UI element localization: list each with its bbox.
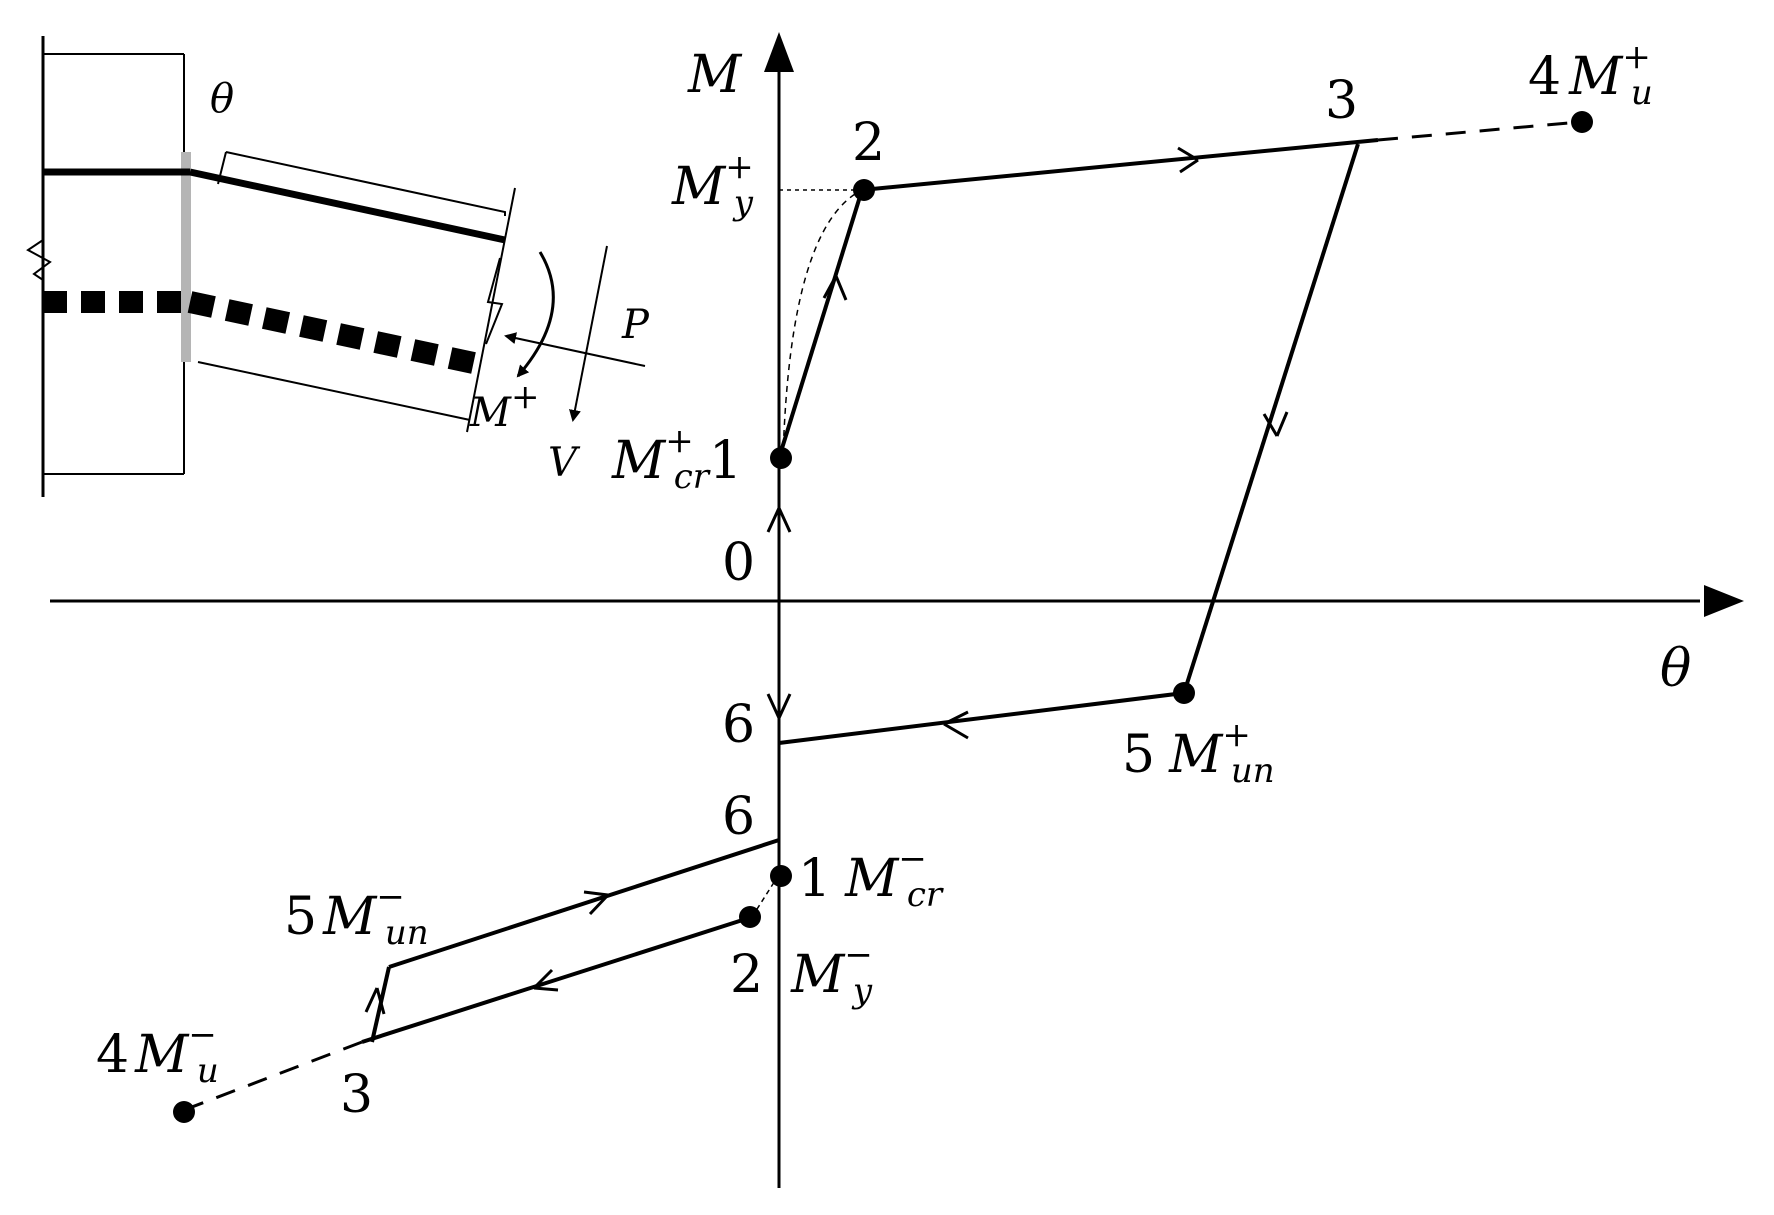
neg-direction-arrow-3-5 bbox=[364, 987, 386, 1015]
label-point-2-positive: 2 bbox=[852, 113, 885, 173]
neg-segment-6-5 bbox=[388, 838, 780, 969]
axes: M θ 0 bbox=[50, 32, 1744, 1188]
segment-5-6 bbox=[778, 691, 1185, 745]
axial-force-arrow bbox=[504, 332, 646, 367]
label-yield-moment-positive: M+y bbox=[671, 147, 754, 223]
direction-arrow-3-5 bbox=[1262, 411, 1289, 437]
direction-arrow-5-6 bbox=[943, 710, 969, 740]
point-4-positive bbox=[1571, 111, 1593, 133]
direction-arrow-1-2 bbox=[822, 275, 848, 301]
x-axis-arrowhead bbox=[1704, 585, 1744, 617]
x-axis-label: θ bbox=[1660, 639, 1691, 699]
inset-shear-label: V bbox=[548, 440, 581, 486]
moment-arrow-arc bbox=[516, 251, 555, 378]
neg-label-point-3: 3 bbox=[340, 1065, 373, 1125]
direction-arrow-axis-6 bbox=[766, 693, 792, 719]
connection-inset: θ P M+ V bbox=[26, 36, 650, 497]
inset-axial-label: P bbox=[621, 302, 650, 348]
beam-break-mark bbox=[485, 257, 504, 345]
neg-point-4 bbox=[173, 1101, 195, 1123]
neg-segment-3-2 bbox=[361, 915, 753, 1044]
point-2-positive bbox=[853, 179, 875, 201]
inset-moment-label: M+ bbox=[469, 377, 539, 436]
label-point-1-positive: M+cr1 bbox=[611, 421, 742, 497]
inset-rotation-label: θ bbox=[210, 76, 234, 122]
beam-bottom-outline bbox=[197, 361, 471, 421]
y-axis-arrowhead bbox=[764, 32, 794, 72]
beam-top-outline bbox=[225, 151, 506, 216]
joint-interface-band bbox=[181, 152, 191, 362]
point-1-positive bbox=[770, 447, 792, 469]
shear-force-arrow bbox=[569, 245, 608, 422]
point-5-positive bbox=[1173, 682, 1195, 704]
column-break-mark bbox=[26, 239, 52, 281]
segment-2-3 bbox=[861, 138, 1379, 192]
segment-1-2 bbox=[777, 189, 864, 459]
direction-arrow-2-3 bbox=[1177, 146, 1199, 174]
neg-point-2 bbox=[739, 906, 761, 928]
origin-label: 0 bbox=[722, 533, 755, 593]
segment-3-5-unloading bbox=[1182, 143, 1360, 694]
segment-3-4-dashed bbox=[1377, 120, 1581, 142]
neg-direction-arrow-2-3 bbox=[532, 968, 559, 992]
pre-yield-curve-dashed bbox=[782, 189, 863, 459]
y-axis-label: M bbox=[687, 45, 743, 105]
neg-direction-arrow-6-5 bbox=[583, 890, 610, 916]
beam-end-line bbox=[466, 187, 516, 433]
direction-arrow-0-1 bbox=[766, 507, 792, 533]
label-point-6-positive: 6 bbox=[722, 695, 755, 755]
beam-top-left-edge bbox=[217, 151, 227, 185]
bottom-reinforcement-rotated-dashed bbox=[187, 291, 481, 375]
neg-point-1 bbox=[770, 865, 792, 887]
neg-label-point-6: 6 bbox=[722, 787, 755, 847]
label-point-3-positive: 3 bbox=[1325, 71, 1358, 131]
top-reinforcement-rotated bbox=[189, 168, 506, 244]
